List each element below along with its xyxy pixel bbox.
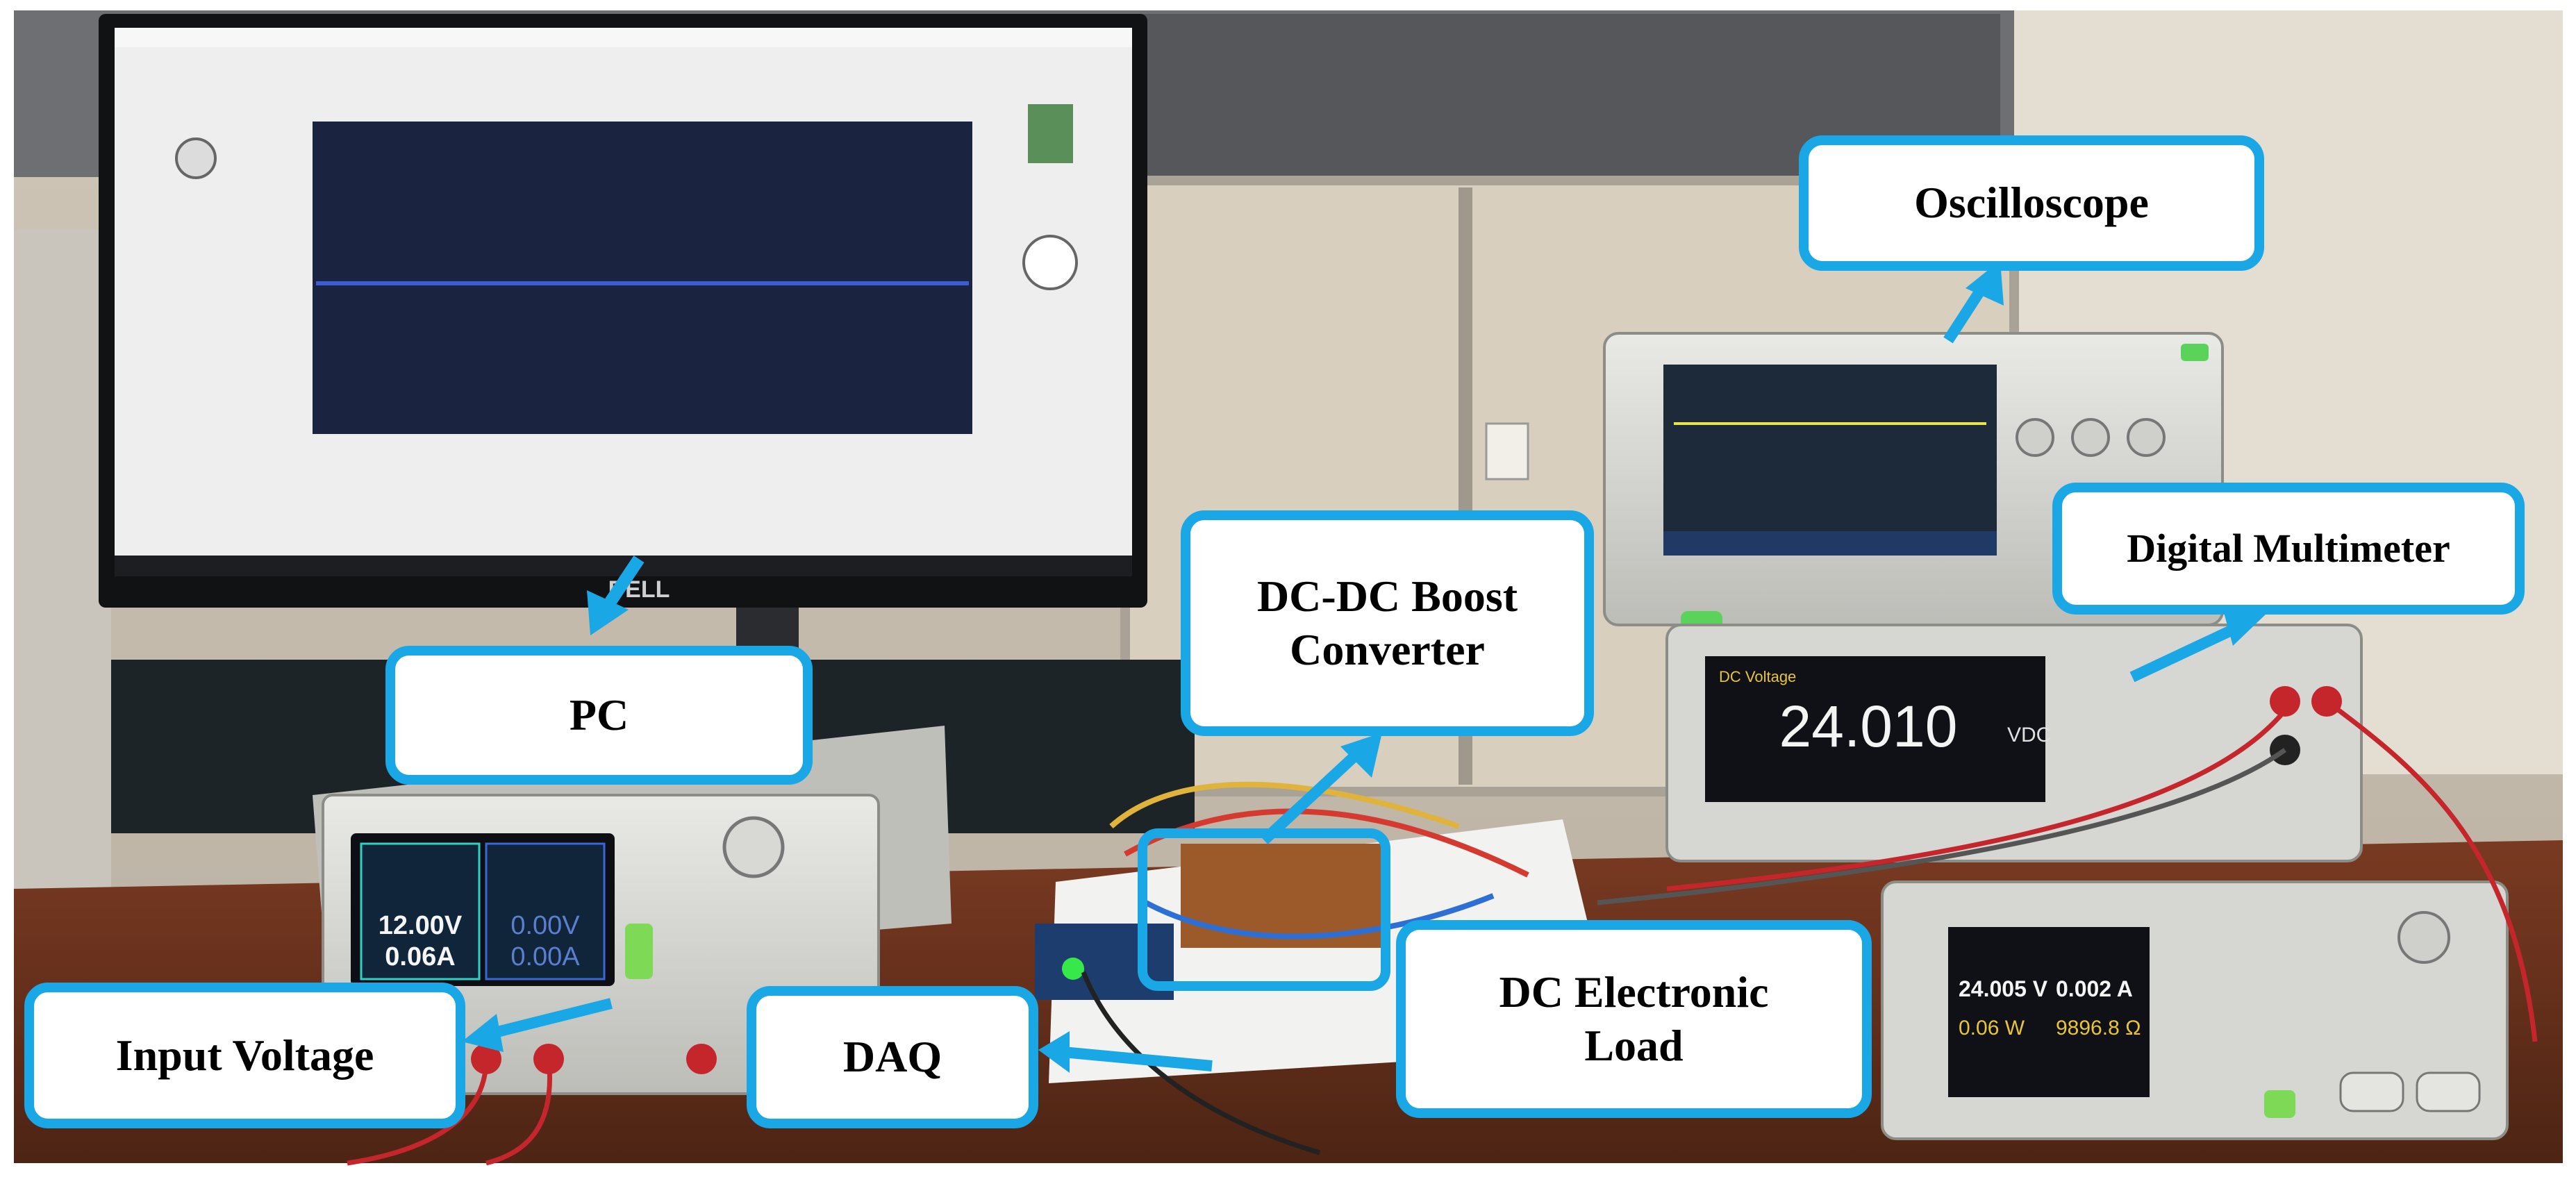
label-pc-text: PC bbox=[569, 690, 629, 740]
label-oscilloscope: Oscilloscope bbox=[1799, 135, 2264, 271]
label-dc-electronic-load-line1: DC Electronic bbox=[1499, 967, 1769, 1017]
label-dc-electronic-load: DC Electronic Load bbox=[1396, 920, 1872, 1118]
psu-voltage-reading: 12.00V bbox=[379, 911, 463, 940]
label-input-voltage: Input Voltage bbox=[24, 983, 465, 1128]
load-resistance-reading: 9896.8 Ω bbox=[2056, 1017, 2141, 1040]
label-digital-multimeter: Digital Multimeter bbox=[2052, 483, 2525, 615]
digital-multimeter-device: DC Voltage 24.010 VDC bbox=[1665, 624, 2363, 862]
callout-arrows bbox=[462, 260, 2268, 1073]
psu-ch2-voltage-reading: 0.00V bbox=[510, 911, 580, 940]
label-oscilloscope-text: Oscilloscope bbox=[1914, 178, 2149, 228]
label-boost-converter: DC-DC Boost Converter bbox=[1181, 510, 1594, 736]
psu-ch2-current-reading: 0.00A bbox=[510, 942, 580, 971]
label-daq: DAQ bbox=[747, 986, 1038, 1128]
label-daq-text: DAQ bbox=[842, 1032, 942, 1082]
psu-current-reading: 0.06A bbox=[385, 942, 455, 971]
label-pc: PC bbox=[385, 646, 813, 785]
load-voltage-reading: 24.005 V bbox=[1959, 976, 2048, 1001]
dc-electronic-load-device: 24.005 V 0.002 A 0.06 W 9896.8 Ω bbox=[1881, 880, 2509, 1140]
label-dc-electronic-load-line2: Load bbox=[1584, 1020, 1684, 1070]
label-boost-converter-line2: Converter bbox=[1290, 624, 1485, 674]
boost-converter-highlight bbox=[1138, 828, 1390, 991]
dmm-unit: VDC bbox=[2007, 724, 2051, 746]
dc-power-supply: 12.00V 0.06A 0.00V 0.00A bbox=[313, 726, 952, 1095]
dmm-mode: DC Voltage bbox=[1719, 668, 1796, 685]
label-digital-multimeter-text: Digital Multimeter bbox=[2127, 526, 2450, 571]
label-boost-converter-line1: DC-DC Boost bbox=[1256, 571, 1518, 621]
load-current-reading: 0.002 A bbox=[2056, 976, 2133, 1001]
label-input-voltage-text: Input Voltage bbox=[115, 1030, 374, 1080]
dmm-reading: 24.010 bbox=[1779, 694, 1958, 759]
load-power-reading: 0.06 W bbox=[1959, 1017, 2025, 1040]
cables bbox=[347, 699, 2538, 1166]
